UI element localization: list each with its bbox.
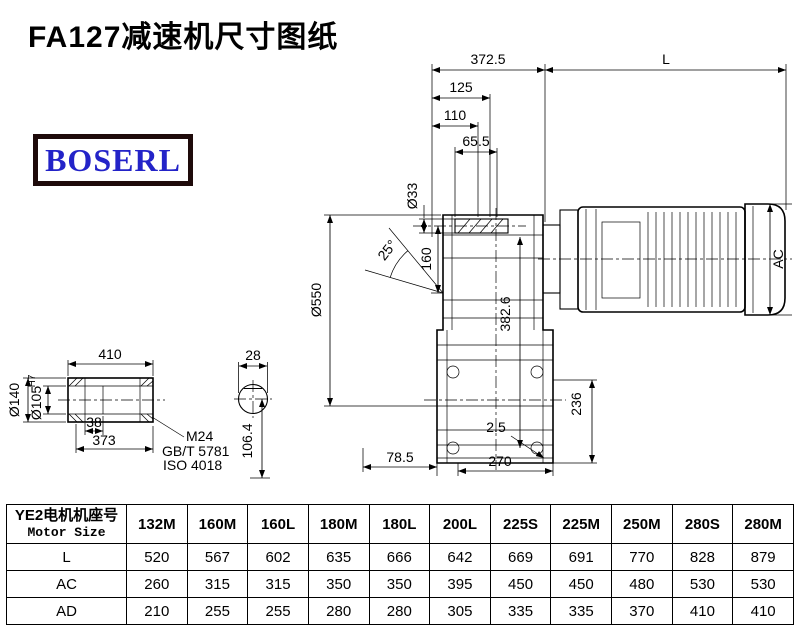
- row-label-L: L: [6, 543, 127, 571]
- dim-dia550-label: Ø550: [308, 283, 324, 317]
- col-header-225S: 225S: [489, 504, 552, 544]
- output-shaft-detail: 410 Ø140 Ø105 H7 38 373 M24 GB/T 5781 IS…: [6, 346, 230, 473]
- boserl-logo: BOSERL: [33, 134, 193, 186]
- table-row-AD: AD 210 255 255 280 280 305 335 335 370 4…: [6, 597, 794, 625]
- table-cell: 828: [671, 543, 734, 571]
- motor-size-table: YE2电机机座号 Motor Size 132M 160M 160L 180M …: [6, 504, 794, 625]
- table-row-AC: AC 260 315 315 350 350 395 450 450 480 5…: [6, 570, 794, 598]
- dim-110-label: 110: [444, 107, 467, 123]
- table-cell: 642: [429, 543, 491, 571]
- table-cell: 520: [126, 543, 188, 571]
- table-cell: 335: [489, 597, 552, 625]
- dim-382-6-label: 382.6: [497, 296, 513, 331]
- dim-270-label: 270: [488, 453, 512, 469]
- dim-28-label: 28: [245, 347, 261, 363]
- dim-106-4-label: 106.4: [239, 423, 255, 458]
- table-cell: 280: [368, 597, 431, 625]
- dim-L-label: L: [662, 51, 670, 67]
- table-cell: 666: [368, 543, 431, 571]
- dim-160-label: 160: [418, 247, 434, 271]
- dim-38-label: 38: [86, 414, 102, 430]
- bolt-standard-iso-label: ISO 4018: [163, 457, 222, 473]
- col-header-132M: 132M: [126, 504, 188, 544]
- table-row-L: L 520 567 602 635 666 642 669 691 770 82…: [6, 543, 794, 571]
- col-header-200L: 200L: [429, 504, 491, 544]
- table-cell: 370: [611, 597, 673, 625]
- col-header-160M: 160M: [186, 504, 249, 544]
- dim-373-label: 373: [92, 432, 116, 448]
- table-cell: 255: [247, 597, 309, 625]
- dim-372-5-label: 372.5: [470, 51, 505, 67]
- table-cell: 315: [186, 570, 249, 598]
- dimension-annotations: 372.5 L 125 110 65.5 Ø33 160 25° Ø550 38…: [308, 51, 792, 476]
- dim-125-label: 125: [449, 79, 473, 95]
- table-cell: 879: [732, 543, 794, 571]
- boserl-logo-text: BOSERL: [45, 141, 181, 178]
- shaft-section-detail: 28 106.4: [234, 347, 272, 479]
- table-cell: 280: [307, 597, 370, 625]
- table-cell: 602: [247, 543, 309, 571]
- table-cell: 350: [307, 570, 370, 598]
- gearbox-housing: [413, 208, 566, 470]
- dim-78-5-label: 78.5: [386, 449, 413, 465]
- table-cell: 315: [247, 570, 309, 598]
- table-cell: 450: [550, 570, 612, 598]
- table-cell: 691: [550, 543, 612, 571]
- bolt-hole: [446, 441, 460, 455]
- motor-size-label-cn: YE2电机机座号: [14, 507, 119, 524]
- col-header-180L: 180L: [368, 504, 431, 544]
- col-header-225M: 225M: [550, 504, 612, 544]
- technical-drawing: 372.5 L 125 110 65.5 Ø33 160 25° Ø550 38…: [6, 51, 792, 479]
- table-cell: 350: [368, 570, 431, 598]
- col-header-250M: 250M: [611, 504, 673, 544]
- row-label-AC: AC: [6, 570, 127, 598]
- table-cell: 450: [489, 570, 552, 598]
- table-cell: 410: [732, 597, 794, 625]
- dim-dia105-tolerance-label: H7: [27, 374, 38, 387]
- table-cell: 335: [550, 597, 612, 625]
- col-header-280S: 280S: [671, 504, 734, 544]
- col-header-180M: 180M: [307, 504, 370, 544]
- table-header-row: YE2电机机座号 Motor Size 132M 160M 160L 180M …: [6, 504, 794, 544]
- table-cell: 305: [429, 597, 491, 625]
- bolt-spec-label: M24: [186, 428, 213, 444]
- dim-dia105-label: Ø105: [28, 386, 44, 420]
- dim-dia140-label: Ø140: [6, 383, 22, 417]
- dim-25deg-label: 25°: [374, 237, 400, 264]
- col-header-280M: 280M: [732, 504, 794, 544]
- dim-AC-label: AC: [770, 249, 786, 268]
- table-cell: 395: [429, 570, 491, 598]
- table-cell: 530: [671, 570, 734, 598]
- table-cell: 255: [186, 597, 249, 625]
- table-cell: 635: [307, 543, 370, 571]
- col-header-160L: 160L: [247, 504, 309, 544]
- bolt-standard-gb-label: GB/T 5781: [162, 443, 230, 459]
- dim-dia33-label: Ø33: [404, 183, 420, 210]
- bolt-hole: [530, 441, 544, 455]
- bolt-hole: [530, 365, 544, 379]
- table-cell: 260: [126, 570, 188, 598]
- bolt-hole: [446, 365, 460, 379]
- motor-flange: [559, 209, 579, 310]
- dim-410-label: 410: [98, 346, 122, 362]
- table-cell: 210: [126, 597, 188, 625]
- table-cell: 410: [671, 597, 734, 625]
- dim-2-5-label: 2.5: [486, 419, 506, 435]
- row-label-AD: AD: [6, 597, 127, 625]
- table-header-motor-size: YE2电机机座号 Motor Size: [6, 504, 127, 544]
- table-cell: 480: [611, 570, 673, 598]
- dim-65-5-label: 65.5: [462, 133, 489, 149]
- table-cell: 567: [186, 543, 249, 571]
- motor: [538, 203, 792, 316]
- page-title: FA127减速机尺寸图纸: [28, 21, 339, 54]
- table-cell: 770: [611, 543, 673, 571]
- dim-236-label: 236: [568, 392, 584, 416]
- motor-size-label-en: Motor Size: [27, 525, 106, 540]
- table-cell: 669: [489, 543, 552, 571]
- table-cell: 530: [732, 570, 794, 598]
